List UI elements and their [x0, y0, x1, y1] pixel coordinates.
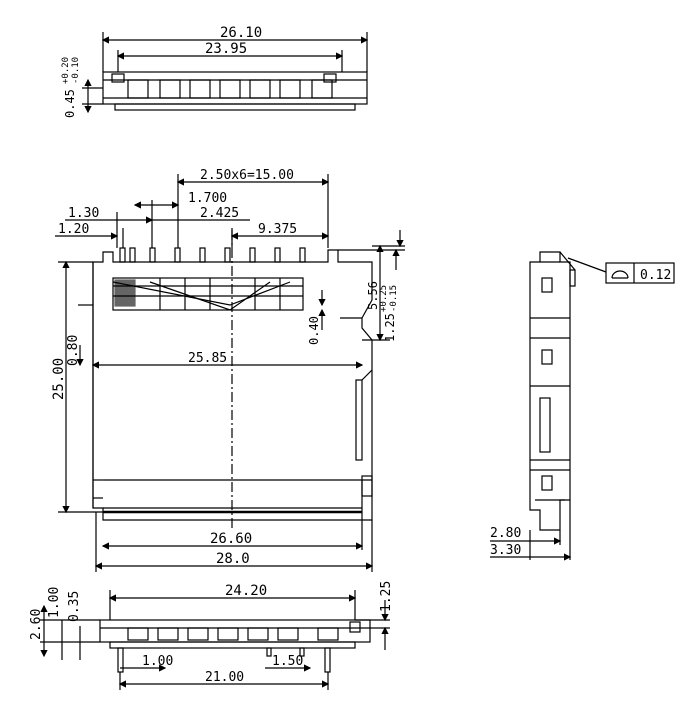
dim-120-label: 1.20	[58, 222, 89, 237]
top-inner-width-label: 23.95	[205, 41, 247, 57]
top-view-body	[102, 71, 368, 105]
dim-280-label: 28.0	[216, 551, 250, 567]
dim-9375-label: 9.375	[258, 222, 297, 237]
dim-2585-label: 25.85	[188, 351, 227, 366]
top-tol-plus: +0.20	[61, 57, 71, 84]
bottom-dim-2420: 24.20	[225, 583, 267, 599]
flatness-icon	[611, 270, 629, 279]
dim-2500-label: 25.00	[51, 358, 67, 400]
top-height-label: 0.45	[63, 89, 77, 118]
plan-view	[55, 174, 405, 572]
bottom-contacts	[127, 621, 361, 641]
plan-contact-pins	[119, 247, 306, 263]
dim-556-label: 5.56	[366, 281, 380, 310]
side-dim-280: 2.80	[490, 526, 521, 541]
bottom-dim-125: 1.25	[379, 581, 394, 612]
bottom-dim-150: 1.50	[272, 654, 303, 669]
bottom-body	[99, 619, 371, 643]
side-outline	[529, 251, 571, 531]
side-view	[490, 251, 675, 561]
flatness-value: 0.12	[640, 268, 671, 283]
flatness-frame	[605, 262, 675, 284]
bottom-dim-100-v: 1.00	[47, 587, 62, 618]
dim-2660-label: 26.60	[210, 531, 252, 547]
top-view-contacts	[111, 73, 337, 99]
bottom-dim-260: 2.60	[29, 609, 44, 640]
dim-080-label: 0.80	[66, 335, 81, 366]
dim-1700-label: 1.700	[188, 191, 227, 206]
bottom-dim-2100: 21.00	[205, 670, 244, 685]
top-tol-minus: -0.10	[71, 57, 81, 84]
bottom-view	[40, 590, 390, 690]
dim-125-label: 1.25	[383, 313, 397, 342]
top-overall-width-label: 26.10	[220, 25, 262, 41]
pitch-total-label: 2.50x6=15.00	[200, 168, 294, 183]
dim-040-label: 0.40	[307, 316, 321, 345]
dim-2425-label: 2.425	[200, 206, 239, 221]
plan-contact-area	[112, 277, 304, 311]
plan-outline	[92, 249, 373, 521]
dim-130-label: 1.30	[68, 206, 99, 221]
bottom-dim-035: 0.35	[67, 591, 82, 622]
dim-125-tol-minus: -0.15	[389, 285, 399, 312]
top-view	[82, 32, 369, 114]
side-dim-330: 3.30	[490, 543, 521, 558]
bottom-dim-100-h: 1.00	[142, 654, 173, 669]
dim-125-tol-plus: +0.25	[379, 285, 389, 312]
